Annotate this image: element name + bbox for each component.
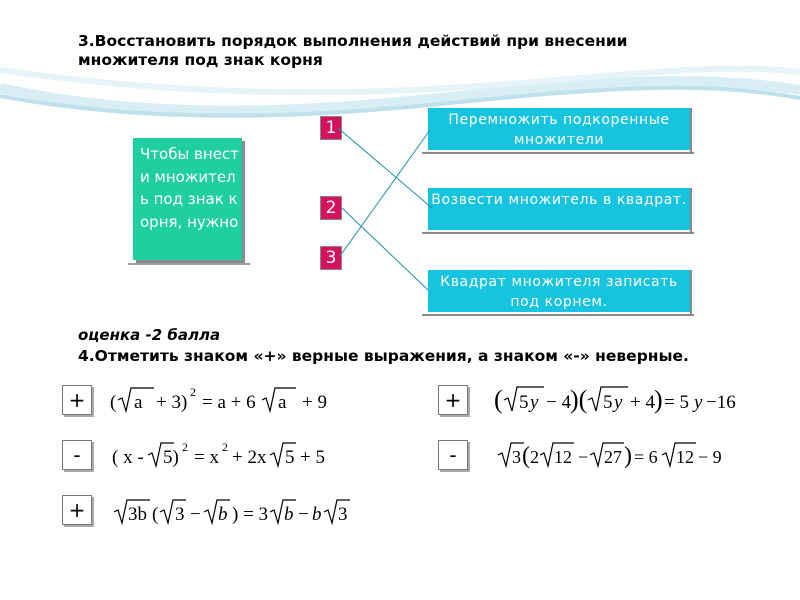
svg-text:a: a [278, 392, 287, 413]
svg-text:2: 2 [182, 440, 188, 454]
svg-text:b: b [284, 504, 294, 525]
svg-text:2: 2 [530, 447, 539, 467]
step-box-edge [690, 108, 692, 154]
task4-title: 4.Отметить знаком «+» верные выражения, … [78, 347, 689, 365]
answer-mark-1[interactable]: + [62, 385, 92, 415]
svg-text:): ) [654, 385, 663, 414]
svg-text:= 5: = 5 [664, 392, 689, 413]
svg-text:y: y [612, 392, 623, 413]
formula-3: 3b ( 3 − b ) = 3 b − b 3 [113, 499, 350, 526]
svg-text:(: ( [110, 392, 116, 413]
left-statement-text: Чтобы внести множитель под знак корня, н… [140, 145, 239, 231]
step-box-edge [690, 188, 692, 234]
svg-text:5: 5 [603, 392, 613, 413]
svg-text:12: 12 [554, 447, 572, 467]
svg-text:−: − [298, 504, 309, 525]
answer-mark-3[interactable]: + [62, 495, 92, 525]
svg-text:12: 12 [676, 447, 694, 467]
svg-text:+ 5: + 5 [300, 447, 325, 468]
svg-text:3: 3 [175, 504, 185, 525]
svg-text:−16: −16 [706, 392, 736, 413]
formula-5: 3 ( 2 12 − 27 ) = 6 12 − 9 [497, 442, 722, 469]
formula-1: ( a + 3) 2 = a + 6 a + 9 [110, 385, 327, 414]
svg-text:2: 2 [222, 440, 228, 454]
svg-text:(: ( [152, 504, 158, 525]
svg-text:+ 9: + 9 [302, 392, 327, 413]
svg-text:(: ( [494, 385, 503, 414]
svg-text:+ 4: + 4 [630, 392, 655, 413]
step-box-multiply[interactable]: Перемножить подкоренные множители [428, 108, 690, 150]
step-box-underline [422, 232, 694, 234]
svg-text:− 4: − 4 [546, 392, 571, 413]
svg-text:+ 3): + 3) [156, 392, 187, 413]
svg-text:+ 2x: + 2x [232, 447, 267, 468]
svg-text:−: − [578, 447, 588, 467]
formula-2: ( x - 5) 2 = x 2 + 2x 5 + 5 [112, 440, 325, 469]
left-box-underline [128, 263, 250, 265]
header-wave-decoration [0, 0, 800, 118]
task3-title: 3.Восстановить порядок выполнения действ… [78, 32, 628, 69]
svg-text:5: 5 [285, 447, 295, 468]
svg-text:= x: = x [194, 447, 219, 468]
svg-text:3b: 3b [128, 504, 147, 525]
step-box-underline [422, 314, 694, 316]
formula-4: ( 5 y − 4 )( 5 y + 4 ) = 5 y −16 [494, 385, 736, 414]
svg-text:27: 27 [604, 447, 622, 467]
svg-text:)(: )( [570, 385, 587, 414]
order-number-1[interactable]: 1 [320, 116, 342, 140]
svg-text:b: b [218, 504, 228, 525]
answer-mark-2[interactable]: - [62, 440, 92, 470]
svg-text:): ) [624, 443, 632, 469]
svg-text:2: 2 [190, 385, 196, 399]
score-note: оценка -2 балла [78, 326, 221, 344]
svg-text:( x -: ( x - [112, 447, 144, 468]
step-box-square[interactable]: Возвести множитель в квадрат. [428, 188, 690, 230]
svg-text:(: ( [522, 443, 530, 469]
svg-text:y: y [692, 392, 703, 413]
step-box-edge [690, 270, 692, 316]
svg-text:3: 3 [512, 447, 521, 467]
svg-text:b: b [312, 504, 322, 525]
svg-text:3: 3 [338, 504, 348, 525]
svg-text:y: y [528, 392, 539, 413]
svg-text:−: − [190, 504, 201, 525]
answer-mark-5[interactable]: - [438, 440, 468, 470]
order-number-2[interactable]: 2 [320, 196, 342, 220]
svg-text:) = 3: ) = 3 [232, 504, 268, 525]
svg-text:5): 5) [163, 447, 179, 468]
step-box-write-under-root[interactable]: Квадрат множителя записать под корнем. [428, 270, 690, 312]
order-number-3[interactable]: 3 [320, 246, 342, 270]
svg-text:= a + 6: = a + 6 [202, 392, 256, 413]
step-box-underline [422, 152, 694, 154]
left-statement-box: Чтобы внести множитель под знак корня, н… [133, 138, 242, 260]
svg-text:= 6: = 6 [634, 447, 658, 467]
svg-text:5: 5 [519, 392, 529, 413]
svg-text:a: a [134, 392, 143, 413]
svg-text:− 9: − 9 [698, 447, 722, 467]
answer-mark-4[interactable]: + [438, 385, 468, 415]
